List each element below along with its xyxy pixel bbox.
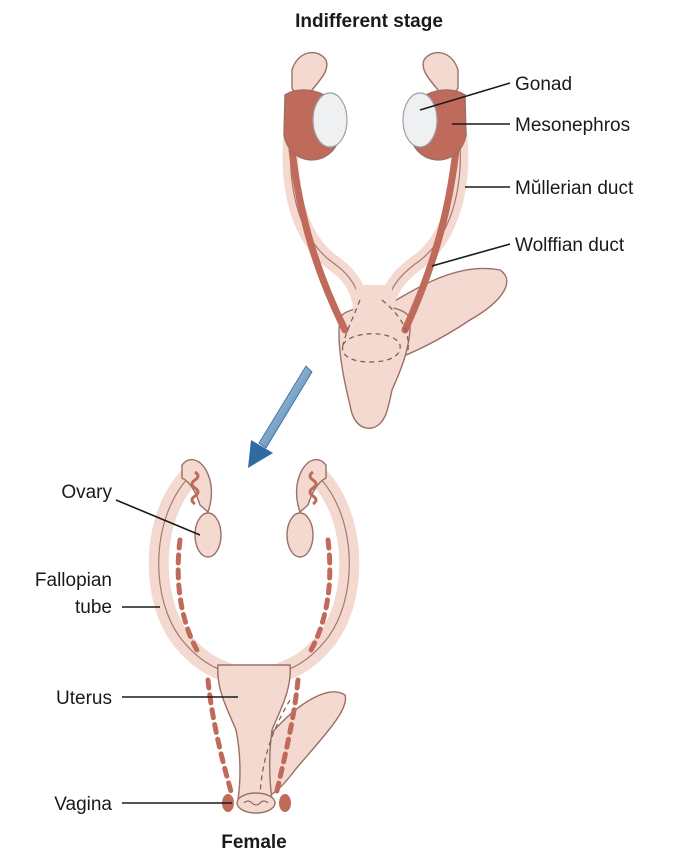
urogenital-sinus bbox=[339, 306, 410, 428]
uterus-label: Uterus bbox=[56, 688, 112, 709]
indifferent-stage-title: Indifferent stage bbox=[295, 11, 443, 32]
ovary-right bbox=[287, 513, 313, 557]
mullerian-duct-label: Mŭllerian duct bbox=[515, 178, 634, 199]
fallopian-tube-label-line1: Fallopian bbox=[35, 570, 112, 591]
wolffian-duct-label: Wolffian duct bbox=[515, 235, 625, 256]
gonad-right bbox=[403, 93, 437, 147]
ovary-label: Ovary bbox=[61, 482, 112, 503]
vestibular-remnant-right bbox=[279, 794, 291, 812]
mullerian-funnel-left bbox=[292, 53, 327, 94]
indifferent-stage-illustration bbox=[284, 53, 507, 429]
female-title: Female bbox=[221, 832, 286, 853]
fallopian-tube-label-line2: tube bbox=[75, 597, 112, 618]
mesonephros-label: Mesonephros bbox=[515, 115, 630, 136]
development-arrow-icon bbox=[248, 366, 312, 468]
vagina-label: Vagina bbox=[54, 794, 112, 815]
gonad-left bbox=[313, 93, 347, 147]
mullerian-funnel-right bbox=[423, 53, 458, 94]
female-illustration bbox=[159, 460, 350, 813]
vaginal-opening bbox=[237, 793, 275, 813]
wolffian-duct-leader bbox=[432, 244, 510, 266]
gonad-label: Gonad bbox=[515, 74, 572, 95]
